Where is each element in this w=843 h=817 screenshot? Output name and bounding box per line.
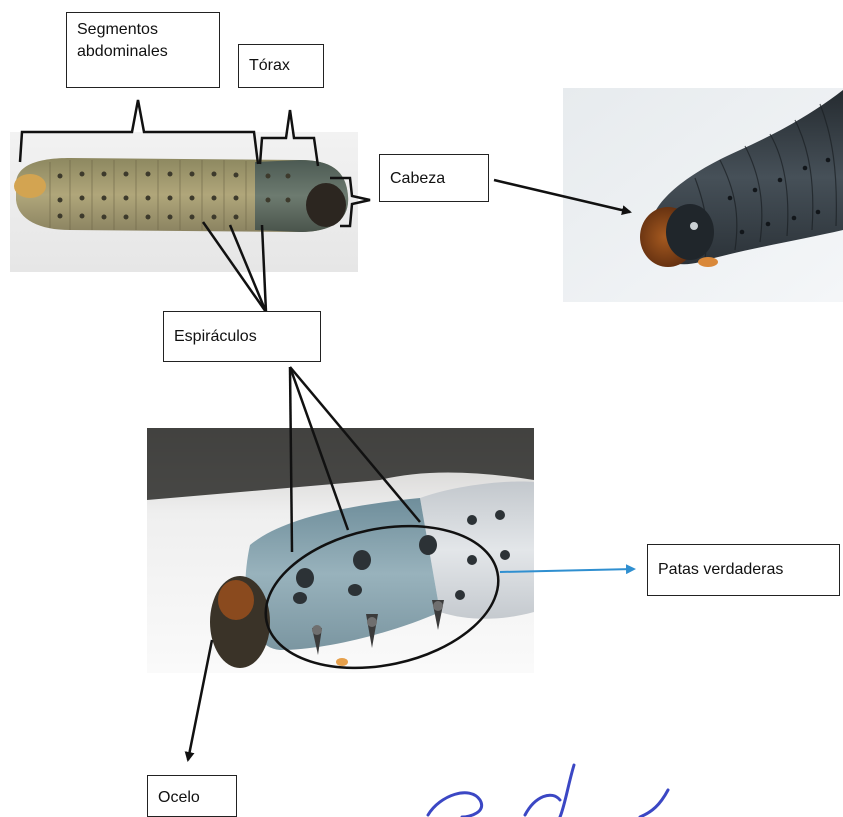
pointer-lines-espiraculos-top xyxy=(203,222,266,312)
label-espiraculos: Espiráculos xyxy=(163,311,321,362)
arrow-patas-verdaderas xyxy=(500,569,634,572)
label-torax: Tórax xyxy=(238,44,324,88)
arrow-cabeza xyxy=(494,180,630,212)
label-cabeza: Cabeza xyxy=(379,154,489,202)
label-ocelo: Ocelo xyxy=(147,775,237,817)
label-segmentos-line2: abdominales xyxy=(77,41,209,63)
label-segmentos-abdominales: Segmentos abdominales xyxy=(66,12,220,88)
bracket-segmentos-abdominales xyxy=(20,100,258,164)
bracket-torax xyxy=(260,110,318,166)
arrow-ocelo xyxy=(188,640,212,760)
label-segmentos-line1: Segmentos xyxy=(77,19,209,41)
pointer-lines-espiraculos-bottom xyxy=(290,367,420,552)
bracket-cabeza xyxy=(330,178,370,226)
label-patas-verdaderas: Patas verdaderas xyxy=(647,544,840,596)
